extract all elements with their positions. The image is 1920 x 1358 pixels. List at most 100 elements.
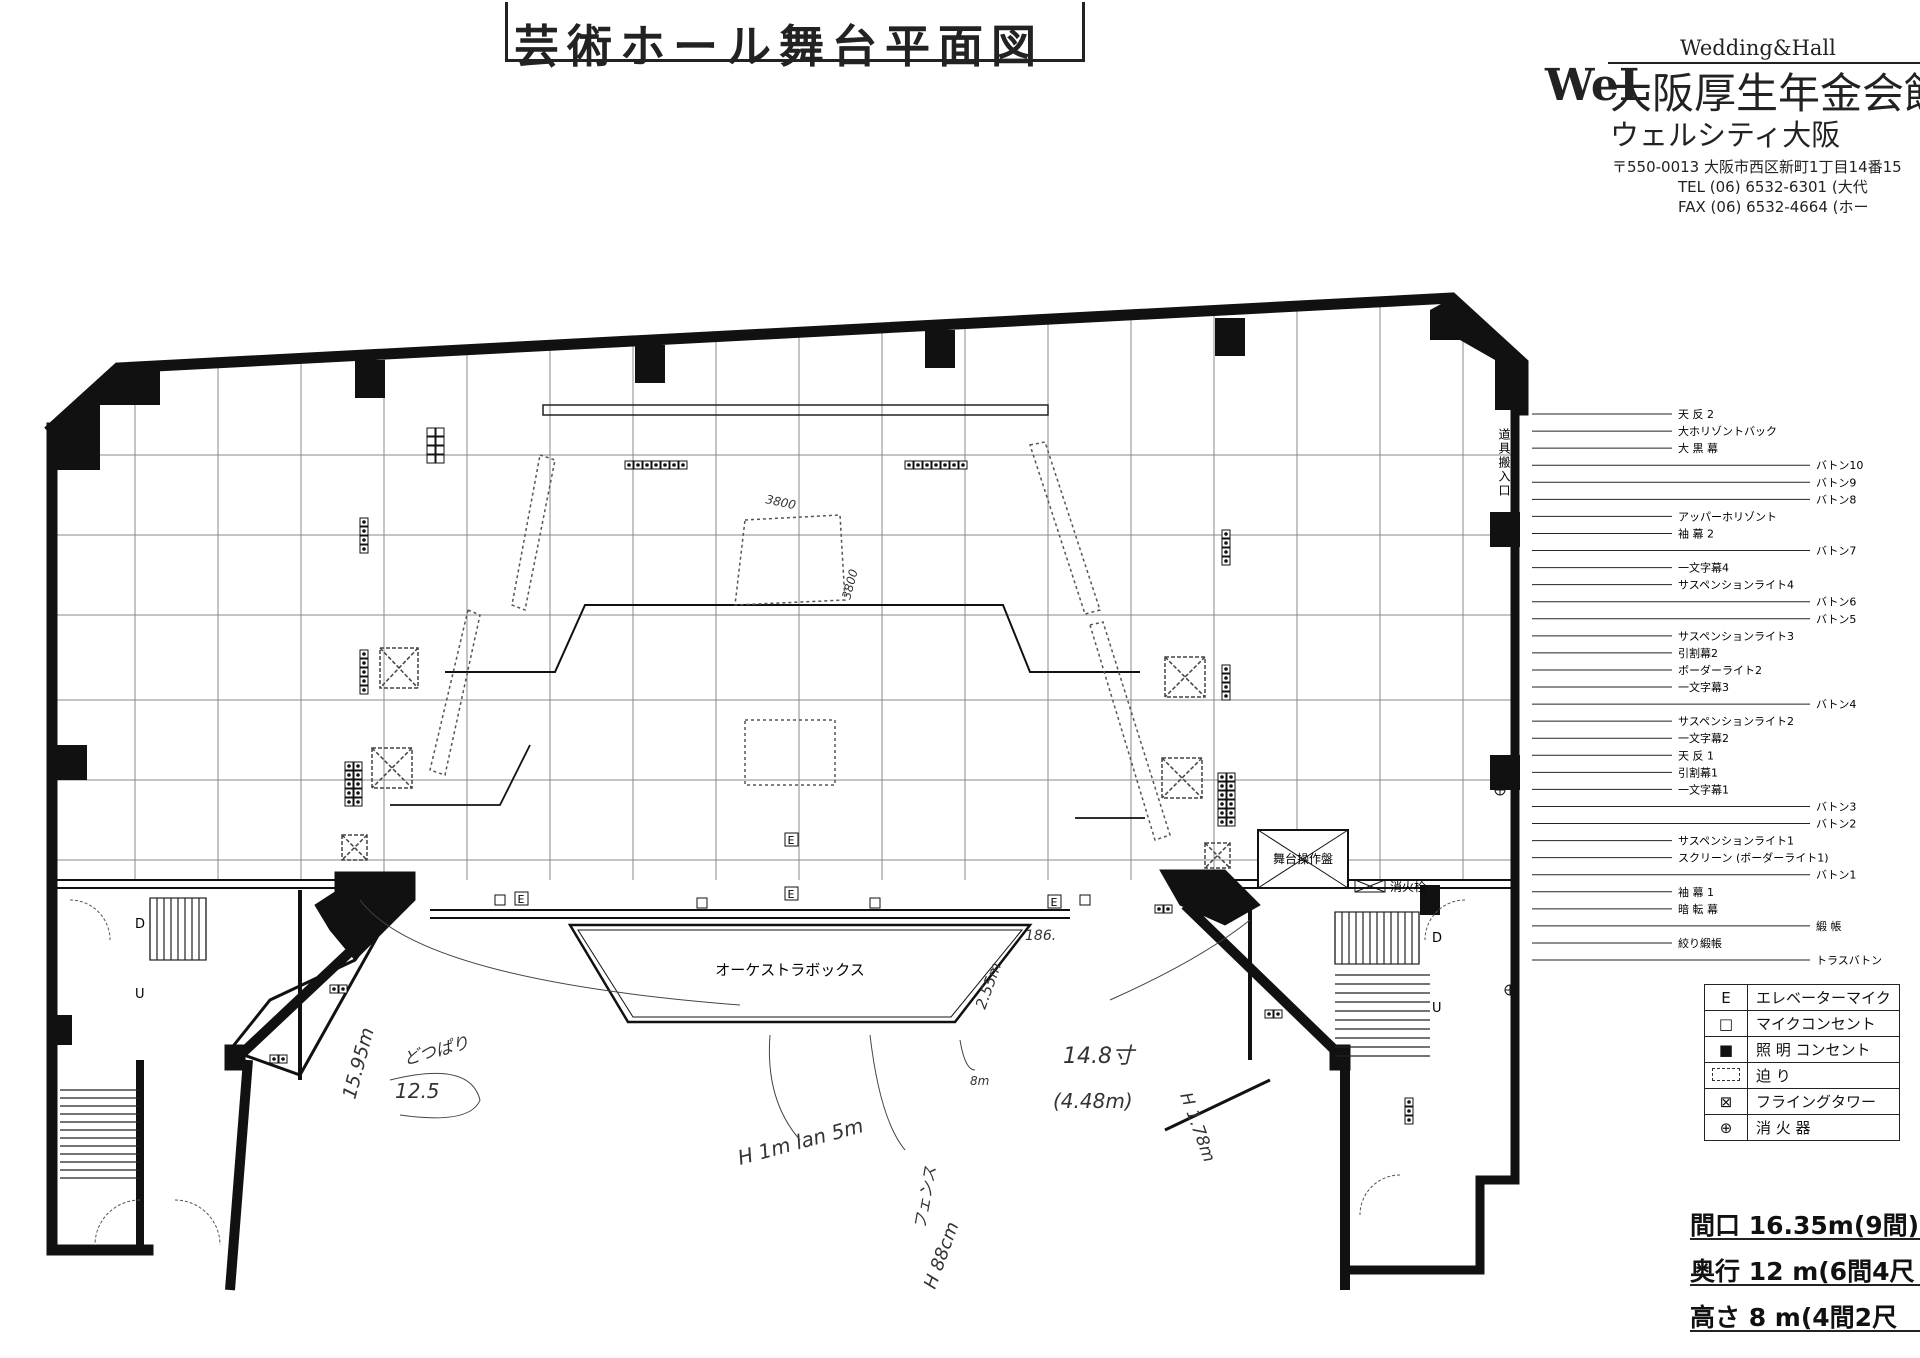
outlet-dot [645,463,649,467]
note-8m: 8m [970,1074,989,1088]
outlet-dot [356,800,360,804]
e-marker-2: E [788,888,795,901]
batten-label: サスペンションライト2 [1678,715,1794,728]
outlet-dot [681,463,685,467]
stair-outline [1334,911,1420,965]
batten-label: アッパーホリゾント [1678,510,1777,523]
outlet-dot [1267,1012,1271,1016]
note-125: 12.5 [395,1079,440,1103]
fire-extinguisher-icon [1494,765,1516,996]
outlet-dot [1224,532,1228,536]
outlet-cell [426,427,436,437]
e-marker-3: E [518,893,525,906]
batten-label: 引割幕1 [1678,765,1718,779]
outlet-dot [1229,775,1233,779]
stairs-right [1334,911,1430,1057]
right-stairwell [1159,869,1351,1290]
outlet-dot [1224,676,1228,680]
stage-center-trap [744,719,836,786]
hall-fax: FAX (06) 6532-4664 (ホー [1678,198,1869,216]
outlet-dot [1220,775,1224,779]
batten-label: バトン8 [1816,493,1856,506]
outlet-dot [1229,793,1233,797]
stage-lifts [429,441,1171,841]
orchestra-box-label: オーケストラボックス [715,961,865,979]
outlet-dot [1407,1118,1411,1122]
dimension-height: 高さ 8 m(4間2尺 [1690,1298,1920,1332]
note-186: 186. [1025,928,1056,944]
batten-label: 引割幕2 [1678,646,1718,660]
lift-symbol-icon [1712,1067,1740,1081]
outlet-dot [636,463,640,467]
hall-address: 〒550-0013 大阪市西区新町1丁目14番15 [1612,158,1902,176]
outlet-dot [1407,1100,1411,1104]
stair-outline [149,897,207,961]
page-title: 芸術ホール舞台平面図 [505,2,1085,73]
batten-label: 一文字幕3 [1678,680,1729,694]
legend-label: フライングタワー [1747,1088,1900,1115]
legend-label: 消 火 器 [1747,1114,1900,1141]
outlet-dot [1220,784,1224,788]
orchestra-box [567,923,1033,1024]
outlet-dot [347,773,351,777]
handwritten-notes: 3800 3800 186. 2.55m 14.8寸 (4.48m) H 1.7… [339,492,1219,1291]
lighting-outlets [269,427,1414,1125]
outlet-dot [1220,793,1224,797]
batten-label: バトン6 [1816,596,1856,609]
outlet-dot [1166,907,1170,911]
outlet-dot [907,463,911,467]
stage-grid [57,301,1512,880]
fire-hydrant-label: 消火栓 [1390,879,1426,894]
outlet-cell [426,445,436,455]
batten-label: 緞 帳 [1816,919,1842,933]
batten-label: トラスバトン [1816,954,1882,967]
note-hline: H 1m lan 5m [735,1113,866,1170]
note-3800-b: 3800 [839,567,861,600]
batten-label: 一文字幕1 [1678,782,1729,796]
outlet-cell [435,454,445,464]
outlet-dot [272,1057,276,1061]
outlet-dot [1224,541,1228,545]
outlet-dot [362,688,366,692]
legend-row: ■照 明 コンセント [1704,1036,1900,1063]
dimension-width: 間口 16.35m(9間) [1690,1206,1920,1240]
note-fence: フェンス [910,1165,940,1231]
outlet-dot [1224,694,1228,698]
upstage-batten-box [542,404,1049,416]
batten-label: スクリーン (ボーダーライト1) [1678,851,1829,865]
batten-label: バトン4 [1816,698,1856,711]
note-pull: どつぱり [401,1033,471,1070]
stage-control-panel-label: 舞台操作盤 [1273,851,1333,866]
outlet-dot [281,1057,285,1061]
outlet-dot [362,670,366,674]
batten-label: サスペンションライト3 [1678,630,1794,643]
legend-symbol: □ [1704,1010,1748,1037]
note-1595: 15.95m [339,1025,379,1101]
batten-label: サスペンションライト1 [1678,835,1794,848]
legend-symbol: E [1704,984,1748,1011]
outlet-dot [332,987,336,991]
outlet-dot [1229,784,1233,788]
batten-label: 大 黒 幕 [1678,441,1718,455]
outlet-dot [341,987,345,991]
outlet-dot [1220,811,1224,815]
outlet-dot [362,661,366,665]
outlet-dot [362,529,366,533]
outlet-dot [943,463,947,467]
legend-row: ⊕消 火 器 [1704,1114,1900,1141]
batten-label: 絞り緞帳 [1678,936,1722,950]
note-3800-a: 3800 [764,492,797,512]
outlet-dot [347,764,351,768]
batten-label: バトン1 [1816,869,1856,882]
outlet-dot [654,463,658,467]
door-label-right-d: D [1432,931,1442,946]
outlet-dot [961,463,965,467]
legend-label: マイクコンセント [1747,1010,1900,1037]
door-label-left-u: U [135,987,145,1002]
outlet-dot [1224,559,1228,563]
batten-label: 天 反 1 [1678,749,1714,762]
hall-name: 大阪厚生年金会館 [1610,69,1920,118]
outlet-dot [934,463,938,467]
